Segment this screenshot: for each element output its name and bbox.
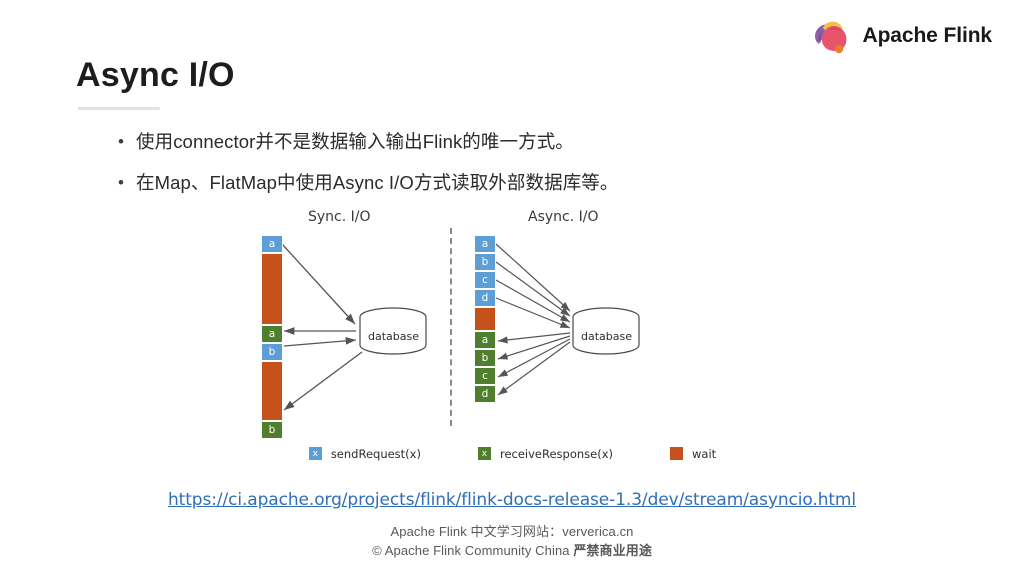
async-block-c-7: c [474, 367, 496, 385]
title-divider [78, 107, 160, 110]
async-panel-title: Async. I/O [528, 209, 599, 225]
sync-database-icon [359, 307, 427, 355]
diagram-vectors [281, 243, 640, 411]
legend-item-send: x sendRequest(x) [307, 446, 421, 461]
async-block-d-8: d [474, 385, 496, 403]
sync-block-b-5: b [261, 421, 283, 439]
bullet-marker-icon: • [118, 173, 124, 192]
legend-label-send: sendRequest(x) [330, 446, 421, 461]
bullet-item: • 使用connector并不是数据输入输出Flink的唯一方式。 [118, 128, 878, 156]
sync-database-label: database [368, 330, 419, 343]
legend-item-recv: x receiveResponse(x) [476, 446, 614, 461]
diagram-legend: x sendRequest(x) x receiveResponse(x) wait [0, 446, 1024, 461]
async-block-d-3: d [474, 289, 496, 307]
async-block-a-5: a [474, 331, 496, 349]
sync-block-a-0: a [261, 235, 283, 253]
bullet-text: 使用connector并不是数据输入输出Flink的唯一方式。 [136, 131, 574, 152]
sync-block-wait-1 [261, 253, 283, 325]
footer-line-2: © Apache Flink Community China 严禁商业用途 [0, 541, 1024, 560]
page-title: Async I/O [76, 56, 235, 94]
brand-name: Apache Flink [862, 24, 993, 47]
async-block-b-1: b [474, 253, 496, 271]
legend-swatch-send-icon: x [307, 446, 323, 461]
async-database-icon [572, 307, 640, 355]
legend-item-wait: wait [669, 446, 716, 461]
panel-divider [450, 228, 452, 426]
legend-label-wait: wait [692, 446, 717, 461]
async-block-b-6: b [474, 349, 496, 367]
sync-panel-title: Sync. I/O [308, 209, 371, 225]
async-database-label: database [581, 330, 632, 343]
bullet-marker-icon: • [118, 132, 124, 151]
legend-swatch-wait-icon [669, 446, 685, 461]
flink-squirrel-logo-icon [814, 21, 846, 54]
async-io-diagram: Sync. I/O Async. I/O [0, 200, 1024, 480]
slide-footer: Apache Flink 中文学习网站：ververica.cn © Apach… [0, 522, 1024, 560]
footer-line-1: Apache Flink 中文学习网站：ververica.cn [390, 524, 634, 539]
legend-label-recv: receiveResponse(x) [499, 446, 614, 461]
bullet-text: 在Map、FlatMap中使用Async I/O方式读取外部数据库等。 [136, 172, 619, 193]
sync-block-wait-4 [261, 361, 283, 421]
sync-block-a-2: a [261, 325, 283, 343]
async-block-wait-4 [474, 307, 496, 331]
sync-block-b-3: b [261, 343, 283, 361]
footer-notice: 严禁商业用途 [573, 543, 652, 558]
bullet-list: • 使用connector并不是数据输入输出Flink的唯一方式。 • 在Map… [118, 128, 878, 210]
legend-swatch-recv-icon: x [476, 446, 492, 461]
footer-copyright: © Apache Flink Community China [372, 543, 574, 558]
brand-logo: Apache Flink [809, 14, 993, 58]
async-block-a-0: a [474, 235, 496, 253]
documentation-link[interactable]: https://ci.apache.org/projects/flink/fli… [167, 490, 857, 510]
async-block-c-2: c [474, 271, 496, 289]
bullet-item: • 在Map、FlatMap中使用Async I/O方式读取外部数据库等。 [118, 169, 878, 197]
